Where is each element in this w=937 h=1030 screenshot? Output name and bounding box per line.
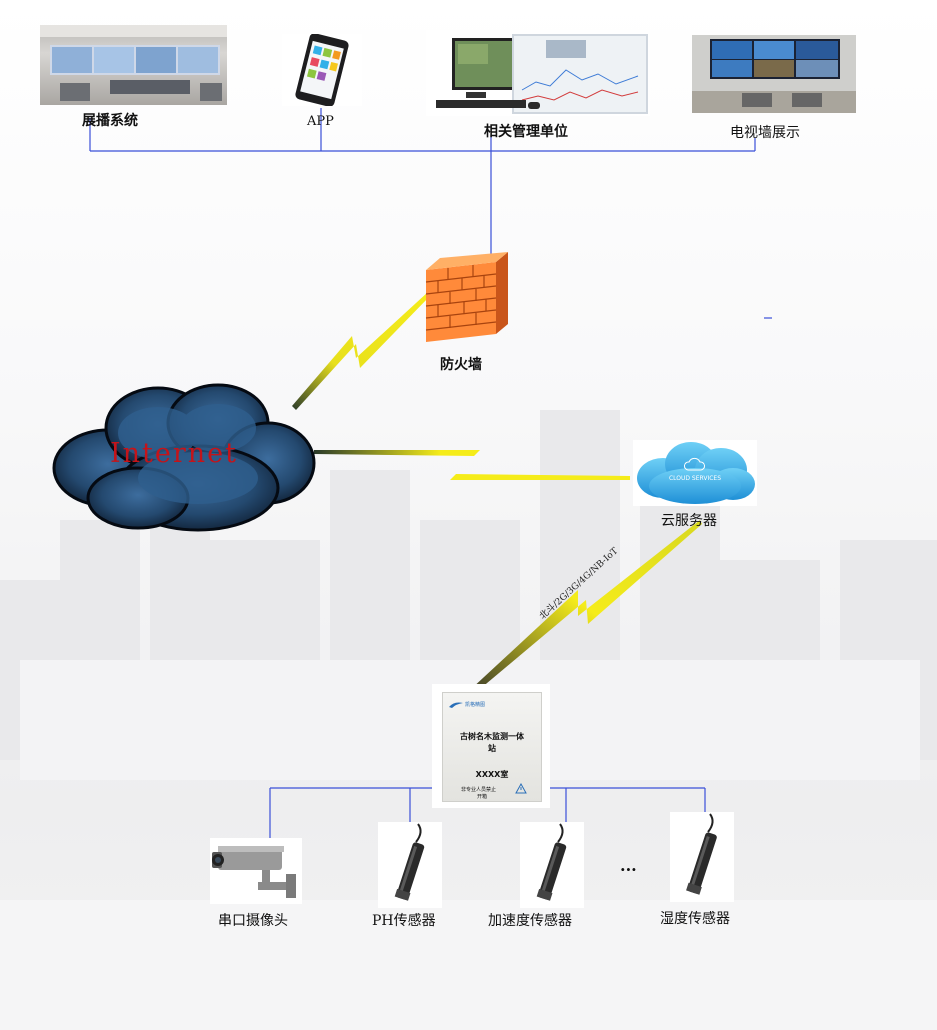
internet-label: Internet — [110, 438, 239, 469]
management-unit-label: 相关管理单位 — [484, 124, 568, 140]
cloud-services-icon — [637, 442, 755, 504]
display-system-photo — [40, 25, 227, 105]
ph-sensor-label: PH传感器 — [372, 913, 436, 929]
station-warning-line2: 开箱 — [477, 794, 488, 800]
station-title-line1: 古树名木监测一体 — [460, 732, 524, 741]
app-phone-image — [282, 34, 362, 106]
cloud-logo-text: CLOUD SERVICES — [668, 475, 722, 482]
firewall-label: 防火墙 — [440, 357, 482, 373]
monitoring-station-box: 凯格精图 古树名木监测一体 站 XXXX室 非专业人员禁止 开箱 — [432, 684, 550, 808]
cloud-services-box: CLOUD SERVICES — [633, 440, 757, 506]
tv-wall-photo — [692, 35, 856, 113]
brand-logo-icon — [449, 702, 463, 708]
ph-sensor-image — [378, 822, 442, 908]
ph-probe-icon — [394, 823, 425, 901]
management-computer-image — [426, 30, 650, 116]
app-label: APP — [307, 114, 334, 129]
serial-camera-image — [210, 838, 302, 904]
display-system-label: 展播系统 — [82, 113, 138, 129]
accel-sensor-label: 加速度传感器 — [488, 913, 572, 929]
station-room: XXXX室 — [475, 770, 509, 779]
brand-name: 凯格精图 — [465, 702, 486, 708]
security-camera-icon — [212, 846, 296, 898]
lightning-internet-firewall — [292, 292, 430, 410]
control-room-illustration — [40, 25, 227, 101]
warning-triangle-icon — [515, 783, 527, 794]
internet-cloud-icon — [52, 383, 316, 532]
cloud-server-label: 云服务器 — [661, 513, 717, 529]
firewall-icon — [425, 252, 508, 342]
serial-camera-label: 串口摄像头 — [218, 913, 288, 929]
station-title-line2: 站 — [488, 744, 496, 753]
humidity-sensor-image — [670, 812, 734, 902]
tv-wall-label: 电视墙展示 — [730, 125, 800, 141]
video-wall-illustration — [692, 39, 856, 113]
accel-sensor-image — [520, 822, 584, 908]
lightning-cloud-station — [470, 520, 702, 694]
more-sensors-ellipsis: ... — [620, 856, 637, 875]
computer-monitors-icon — [436, 34, 648, 114]
accel-probe-icon — [536, 823, 567, 901]
humidity-sensor-label: 湿度传感器 — [660, 911, 730, 927]
smartphone-icon — [295, 34, 349, 106]
humidity-probe-icon — [686, 813, 717, 895]
lightning-internet-cloud — [314, 450, 630, 480]
station-warning-line1: 非专业人员禁止 — [461, 787, 497, 793]
